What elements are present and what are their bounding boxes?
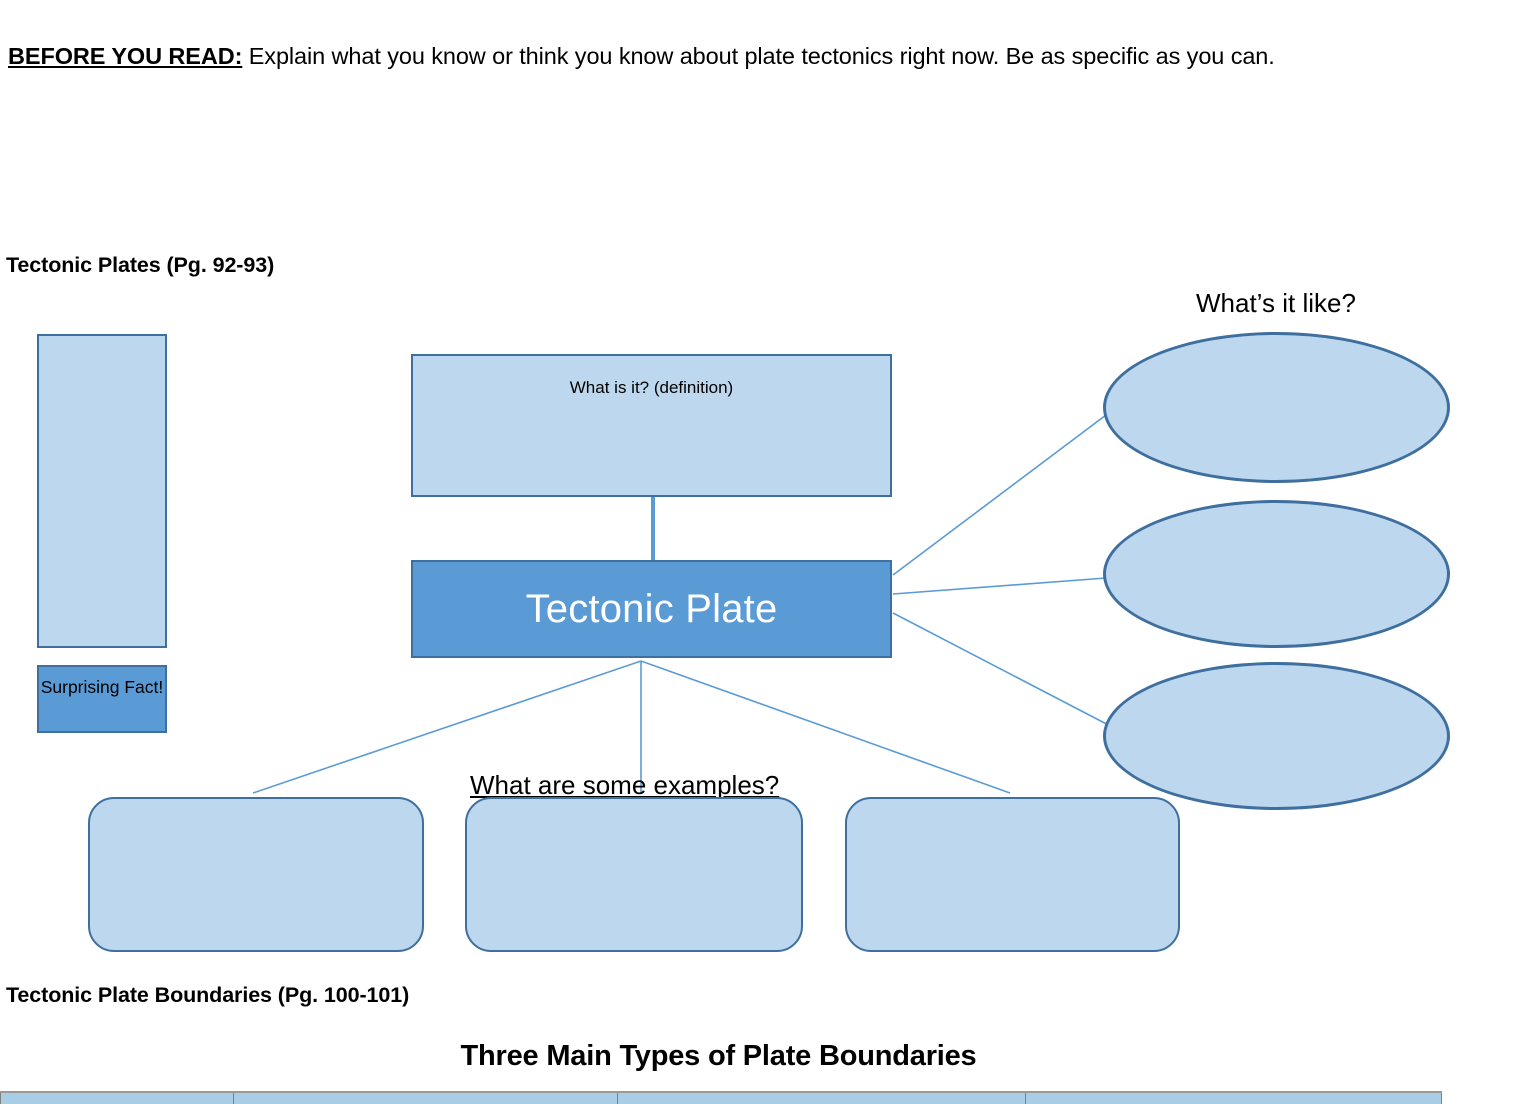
table-cell[interactable] — [233, 1091, 618, 1104]
definition-box[interactable]: What is it? (definition) — [411, 354, 892, 497]
what-are-some-examples-label: What are some examples? — [470, 770, 780, 800]
attribute-oval-2[interactable] — [1103, 500, 1450, 648]
connector-center-to-oval-1 — [892, 411, 1111, 576]
central-concept-box[interactable]: Tectonic Plate — [411, 560, 892, 658]
attribute-oval-3[interactable] — [1103, 662, 1450, 810]
whats-it-like-label: What’s it like? — [1196, 288, 1356, 318]
example-box-2[interactable] — [465, 797, 803, 952]
before-you-read-prompt: BEFORE YOU READ: Explain what you know o… — [8, 40, 1428, 73]
surprising-fact-label: Surprising Fact! — [40, 677, 164, 697]
definition-box-label: What is it? (definition) — [569, 378, 734, 397]
boundaries-table[interactable] — [0, 1091, 1442, 1104]
central-concept-label: Tectonic Plate — [525, 586, 778, 631]
boundaries-table-body — [0, 1091, 1442, 1104]
boundaries-table-title: Three Main Types of Plate Boundaries — [460, 1040, 977, 1072]
before-you-read-label: BEFORE YOU READ: — [8, 42, 243, 69]
connector-center-to-oval-3 — [892, 612, 1119, 731]
before-you-read-body: Explain what you know or think you know … — [242, 42, 1275, 69]
example-box-1[interactable] — [88, 797, 424, 952]
blank-tall-box[interactable] — [37, 334, 167, 648]
surprising-fact-box[interactable]: Surprising Fact! — [37, 665, 167, 733]
table-cell[interactable] — [0, 1091, 234, 1104]
example-box-3[interactable] — [845, 797, 1180, 952]
connector-center-to-oval-2 — [892, 577, 1107, 595]
section-heading-plate-boundaries: Tectonic Plate Boundaries (Pg. 100-101) — [6, 983, 410, 1007]
attribute-oval-1[interactable] — [1103, 332, 1450, 483]
table-cell[interactable] — [1025, 1091, 1442, 1104]
section-heading-tectonic-plates: Tectonic Plates (Pg. 92-93) — [6, 253, 275, 277]
table-row[interactable] — [0, 1091, 1442, 1104]
table-cell[interactable] — [617, 1091, 1026, 1104]
